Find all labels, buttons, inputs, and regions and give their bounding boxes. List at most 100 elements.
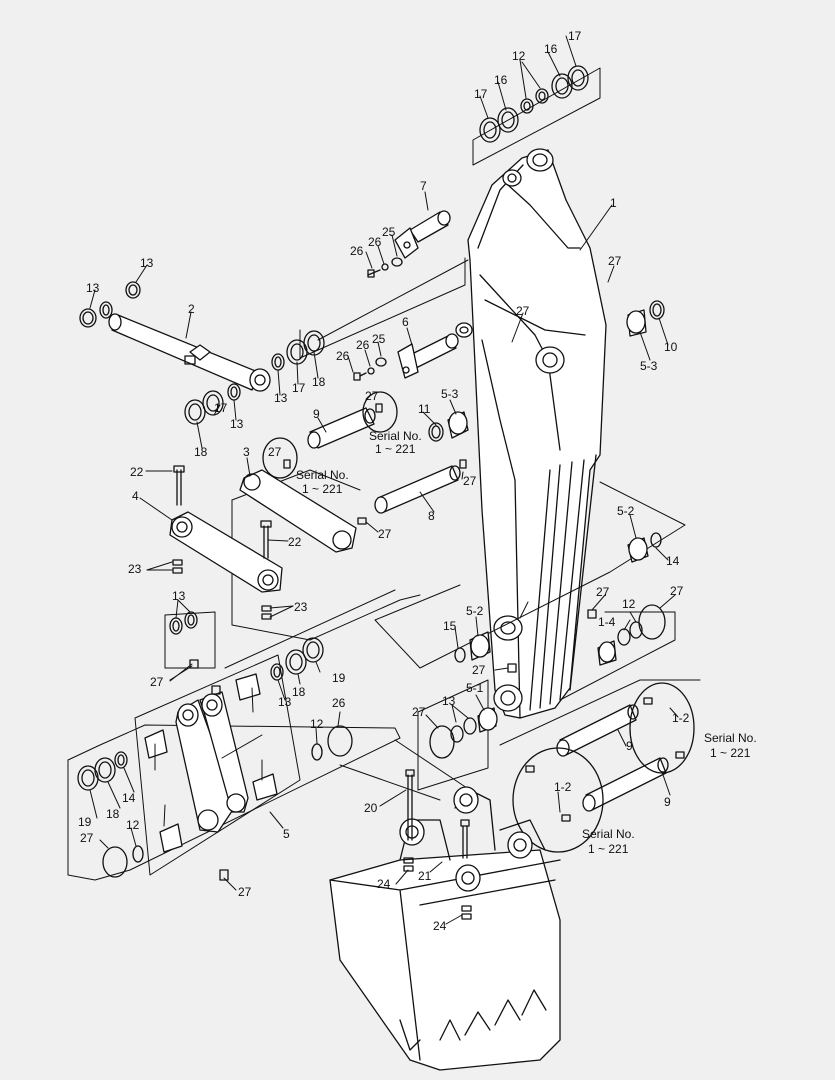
callout-17: 17 — [292, 381, 306, 395]
pin-7-assembly — [367, 210, 451, 278]
callout-25: 26 — [356, 338, 370, 352]
boom-top-seal-rings — [479, 65, 589, 143]
callout-18: 19 — [332, 671, 346, 685]
callout-23: 25 — [372, 332, 386, 346]
callout-16: 17 — [568, 29, 582, 43]
callout-1-2: 1-4 — [598, 615, 616, 629]
bucket — [329, 769, 561, 1071]
boom-arm — [455, 148, 607, 719]
callout-26: 27 — [670, 584, 684, 598]
callout-22: 23 — [128, 562, 142, 576]
callout-labels: 17 16 12 16 17 1 7 25 26 26 27 27 10 5-3… — [78, 29, 690, 933]
callout-27: 27 — [596, 585, 610, 599]
callout-3: 3 — [243, 445, 250, 459]
callout-24: 26 — [336, 349, 350, 363]
serial-note-line2: 1 ~ 221 — [302, 482, 343, 496]
callout-27: 27 — [472, 663, 486, 677]
callout-1-4: 5-3 — [441, 387, 459, 401]
callout-1-3: 5-2 — [617, 504, 635, 518]
callout-17: 18 — [292, 685, 306, 699]
callout-21: 22 — [288, 535, 302, 549]
callout-8: 8 — [428, 509, 435, 523]
callout-27: 27 — [268, 445, 282, 459]
callout-10: 9 — [313, 407, 320, 421]
serial-note-line2: 1 ~ 221 — [375, 442, 416, 456]
callout-4: 4 — [132, 489, 139, 503]
link-3 — [239, 469, 357, 553]
callout-13: 14 — [122, 791, 136, 805]
callout-5: 5 — [283, 827, 290, 841]
reference-frames — [67, 67, 701, 881]
callout-13: 13 — [274, 391, 288, 405]
pin-10 — [262, 391, 398, 479]
callout-14: 15 — [443, 619, 457, 633]
callout-27: 27 — [378, 527, 392, 541]
callout-26: 27 — [412, 705, 426, 719]
callout-22: 24 — [433, 919, 447, 933]
callout-25: 26 — [368, 235, 382, 249]
callout-27: 27 — [516, 304, 530, 318]
callout-27: 27 — [238, 885, 252, 899]
callout-18: 19 — [78, 815, 92, 829]
callout-12: 12 — [512, 49, 526, 63]
callout-24: 26 — [350, 244, 364, 258]
callout-2: 2 — [188, 302, 195, 316]
leader-lines — [89, 35, 679, 925]
callout-18: 18 — [194, 445, 208, 459]
callout-1-4: 5-3 — [640, 359, 658, 373]
pins-9 — [512, 682, 695, 853]
link-seal-rings — [77, 611, 324, 791]
serial-note-line2: 1 ~ 221 — [710, 746, 751, 760]
serial-note-line1: Serial No. — [582, 827, 635, 841]
callout-12: 12 — [126, 818, 140, 832]
serial-note-line1: Serial No. — [369, 429, 422, 443]
pin-8 — [357, 459, 467, 525]
callout-27: 27 — [365, 389, 379, 403]
callout-7: 7 — [420, 179, 427, 193]
callout-19: 21 — [418, 869, 432, 883]
callout-26: 27 — [80, 831, 94, 845]
callout-11: 10 — [664, 340, 678, 354]
link-5-assembly — [102, 673, 353, 881]
bushings-lower — [429, 532, 666, 759]
callout-12: 12 — [310, 717, 324, 731]
serial-note-line1: Serial No. — [296, 468, 349, 482]
callout-13: 13 — [172, 589, 186, 603]
callout-6: 6 — [402, 315, 409, 329]
callout-27: 27 — [608, 254, 622, 268]
callout-18: 18 — [312, 375, 326, 389]
callout-15: 16 — [544, 42, 558, 56]
callout-13: 13 — [278, 695, 292, 709]
callout-11: 11 — [418, 402, 431, 416]
callout-17: 17 — [214, 401, 228, 415]
serial-notes: Serial No. 1 ~ 221 Serial No. 1 ~ 221 Se… — [296, 429, 757, 856]
link-4 — [169, 465, 283, 620]
callout-23: 25 — [382, 225, 396, 239]
pin-6-assembly — [353, 333, 459, 381]
callout-12: 13 — [442, 694, 456, 708]
callout-13: 13 — [140, 256, 154, 270]
callout-13: 13 — [230, 417, 244, 431]
callout-9: 9 — [626, 739, 633, 753]
callout-27: 1-2 — [672, 711, 690, 725]
callout-1-2: 5-1 — [466, 681, 484, 695]
callout-16: 17 — [474, 87, 488, 101]
bushing-1-4-assembly — [428, 300, 665, 442]
callout-9: 9 — [664, 795, 671, 809]
callout-14: 14 — [666, 554, 680, 568]
callout-26: 26 — [332, 696, 346, 710]
serial-note-line1: Serial No. — [704, 731, 757, 745]
callout-27: 1-2 — [554, 780, 572, 794]
serial-note-line2: 1 ~ 221 — [588, 842, 629, 856]
callout-15: 16 — [494, 73, 508, 87]
callout-17: 18 — [106, 807, 120, 821]
callout-20: 22 — [130, 465, 144, 479]
callout-22: 23 — [294, 600, 308, 614]
callout-1: 1 — [610, 196, 617, 210]
callout-12: 12 — [622, 597, 636, 611]
callout-27: 27 — [150, 675, 164, 689]
callout-22: 24 — [377, 877, 391, 891]
cylinder-2 — [79, 281, 325, 425]
